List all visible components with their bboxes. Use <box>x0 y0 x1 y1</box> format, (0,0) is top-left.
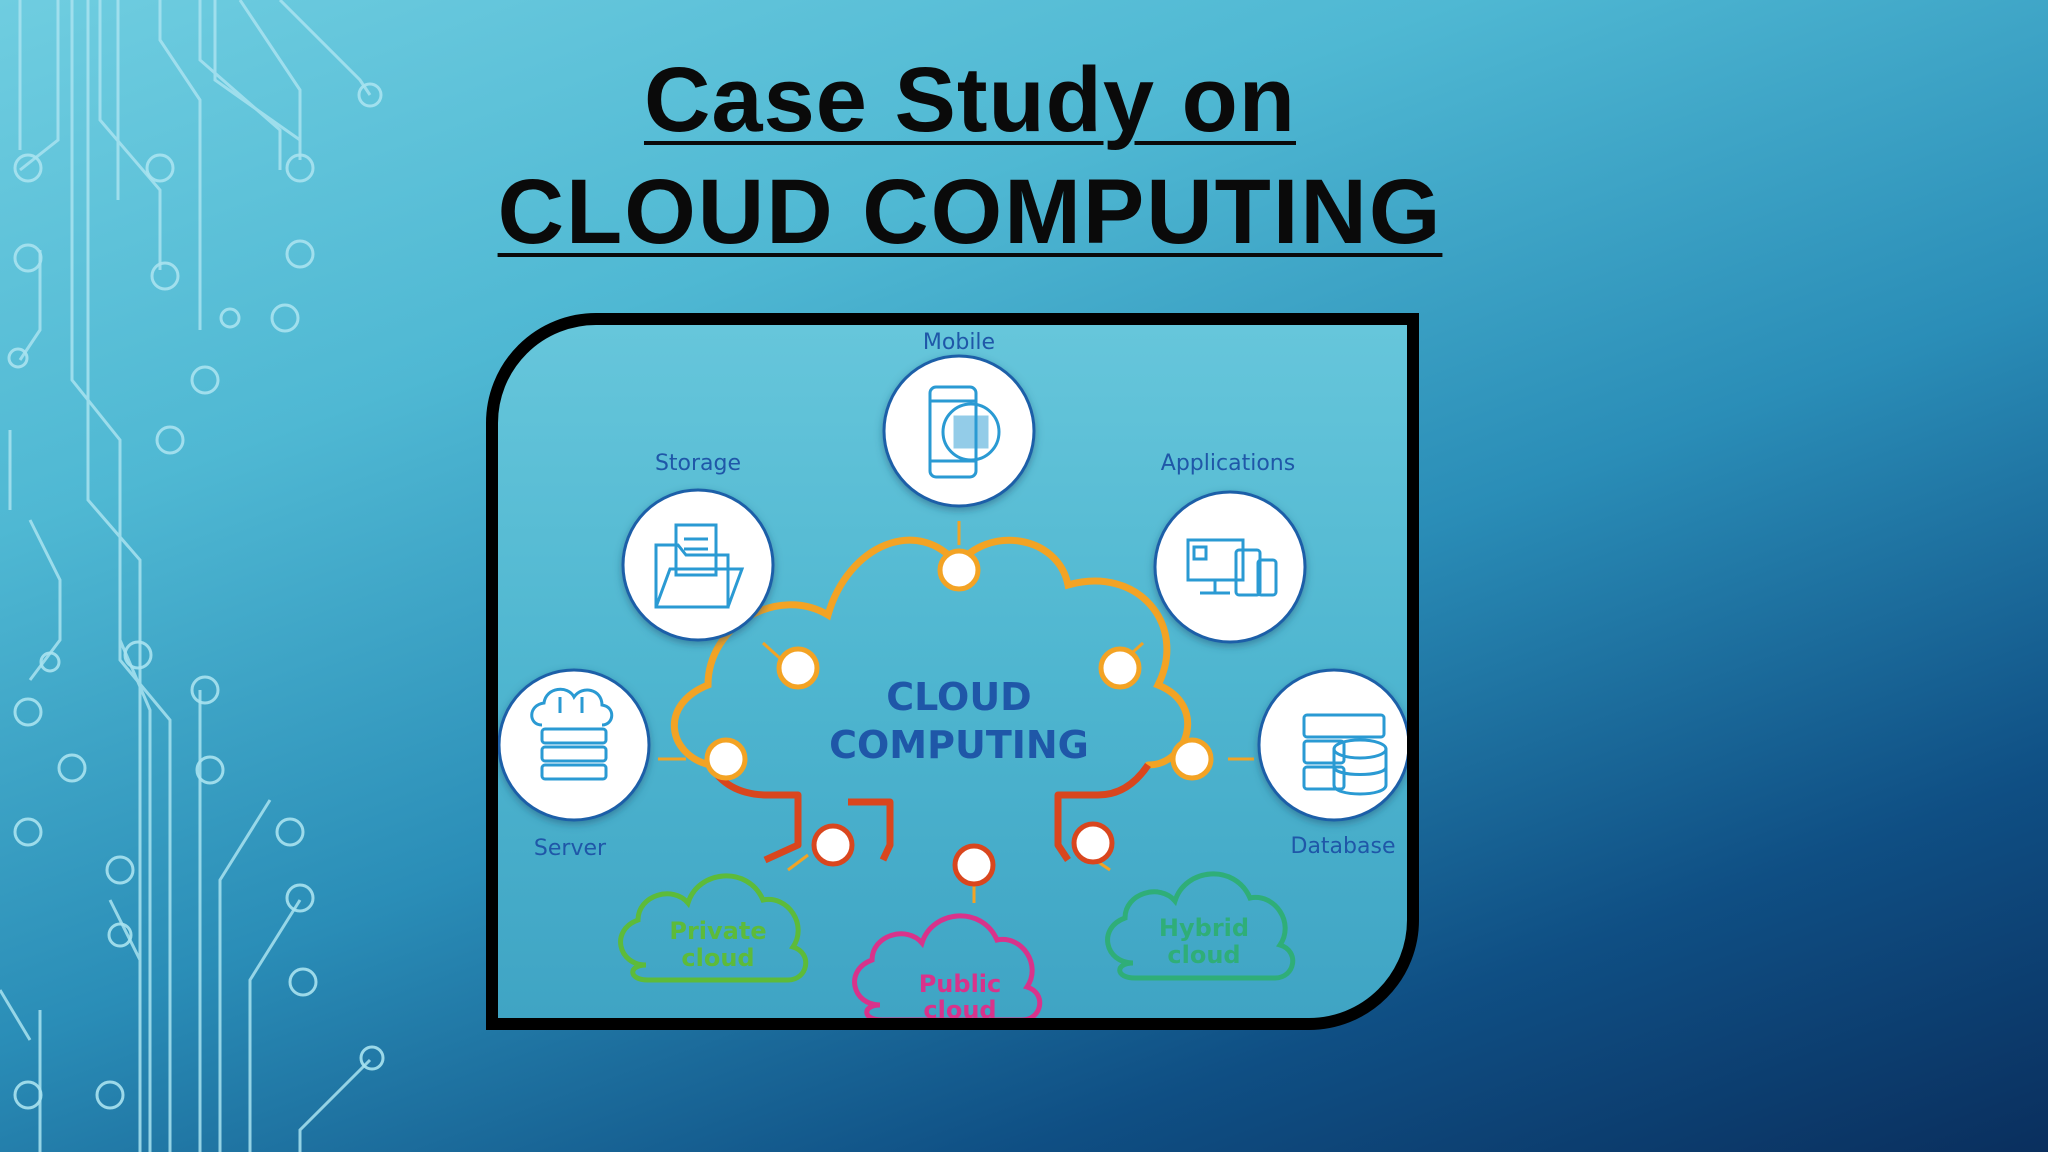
public-cloud-label-line2: cloud <box>923 996 996 1018</box>
cloud-node-dot <box>940 551 978 589</box>
cloud-node-dot <box>1101 649 1139 687</box>
slide-title-line1: Case Study on <box>0 48 1940 153</box>
private-cloud-label-line1: Private <box>669 917 766 945</box>
slide-title-line2: CLOUD COMPUTING <box>0 160 1940 265</box>
center-title-line2: COMPUTING <box>829 723 1089 767</box>
server-label: Server <box>534 836 607 861</box>
database-label: Database <box>1291 834 1396 859</box>
private-cloud-label-line2: cloud <box>681 944 754 972</box>
applications-label: Applications <box>1161 451 1295 476</box>
cloud-node-dot <box>1173 740 1211 778</box>
server-node <box>499 670 649 820</box>
applications-node <box>1155 492 1305 642</box>
hybrid-cloud-label-line2: cloud <box>1167 941 1240 969</box>
cloud-node-dot <box>707 740 745 778</box>
hybrid-cloud-label-line1: Hybrid <box>1159 914 1249 942</box>
center-title-line1: CLOUD <box>886 675 1031 719</box>
public-cloud-label-line1: Public <box>919 970 1002 998</box>
cloud-node-dot <box>779 649 817 687</box>
connector-dot-private <box>814 826 852 864</box>
storage-node <box>623 490 773 640</box>
cloud-computing-diagram: CLOUD COMPUTING <box>498 325 1407 1018</box>
connector-dot-public <box>955 846 993 884</box>
diagram-frame: CLOUD COMPUTING <box>486 313 1419 1030</box>
mobile-label: Mobile <box>923 330 995 355</box>
connector-dot-hybrid <box>1074 824 1112 862</box>
storage-label: Storage <box>655 451 741 476</box>
